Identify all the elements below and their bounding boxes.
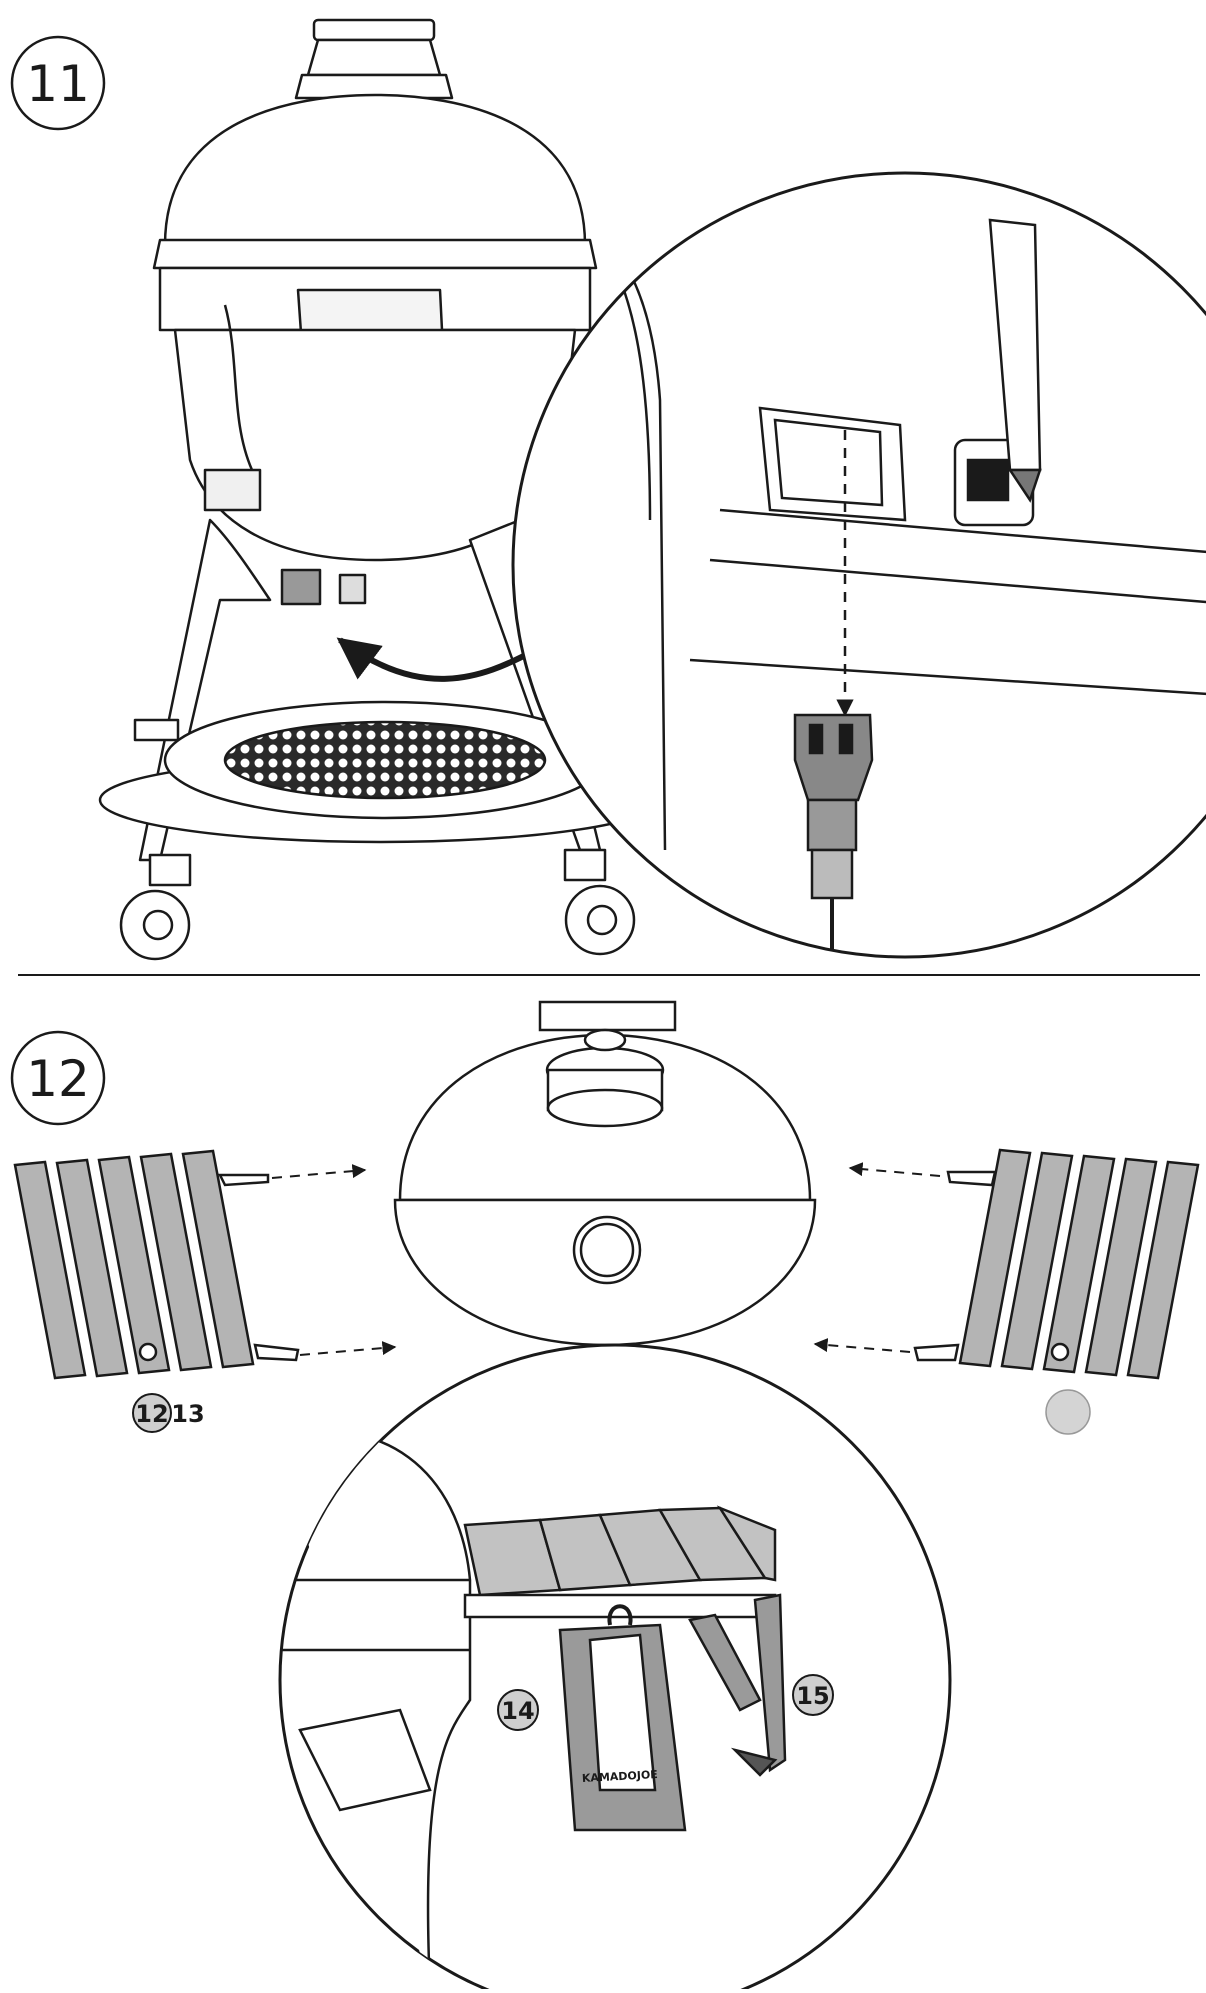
part-badge-15: 15 [792,1674,834,1716]
part-badge-14: 14 [497,1689,539,1731]
caster-wheel-left-icon [119,853,192,961]
top-vent-icon [294,18,454,100]
step-12: 12 12 1 [10,1000,1200,1993]
svg-text:15: 15 [796,1682,829,1710]
svg-text:14: 14 [501,1697,534,1725]
brand-mark: KAMADOJOE [582,1768,659,1785]
socket-recess [758,406,907,522]
part-badge-12: 12 [132,1393,172,1433]
svg-text:12: 12 [135,1400,168,1428]
grill-dome [163,93,587,247]
zoomed-shelf [463,1505,777,1619]
right-side-shelf [913,1148,1200,1380]
caster-wheel-right-icon [563,848,636,956]
detail-zoom-shelf-accessories: KAMADOJOE [278,1343,952,1993]
step-11-badge: 11 [10,35,106,131]
left-side-shelf [13,1149,300,1380]
step-11-number: 11 [26,55,90,113]
bottom-grate [223,720,547,800]
grill-dome-top-view [393,1000,817,1347]
part-badge-blank [1045,1389,1091,1435]
step-11: 11 [10,18,1206,961]
grill-illustration [98,18,662,961]
step-12-badge: 12 [10,1030,106,1126]
detail-zoom-power-socket [511,171,1206,959]
step-12-number: 12 [26,1050,90,1108]
direction-arrow-icon [336,637,537,682]
utensil-holder-icon: KAMADOJOE [558,1604,687,1832]
power-plug-icon [793,713,874,957]
control-box [203,468,262,512]
part-label-13: 13 [171,1400,204,1428]
hook-icon [688,1593,787,1777]
